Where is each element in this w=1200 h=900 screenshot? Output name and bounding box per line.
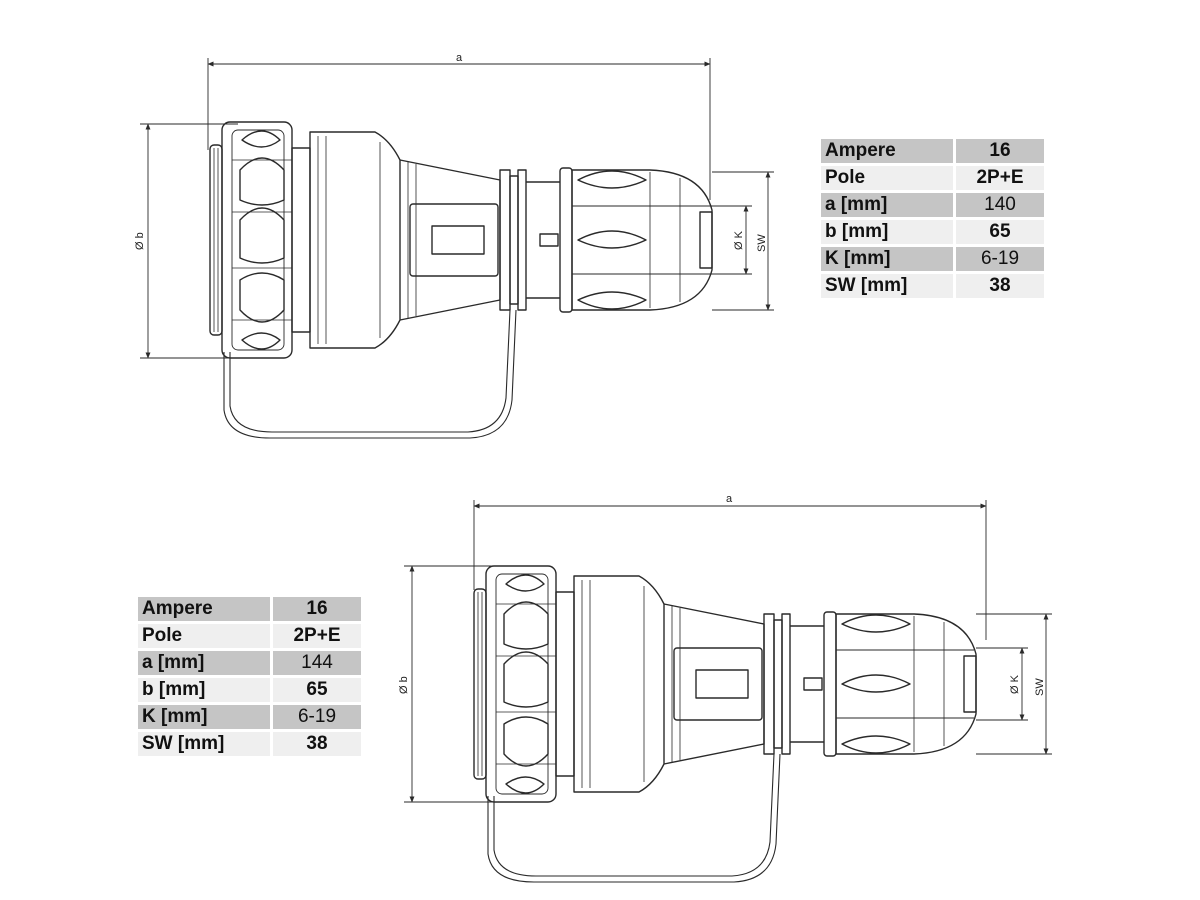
- spec-label: b [mm]: [821, 220, 953, 244]
- spec-label: Ampere: [821, 139, 953, 163]
- spec-row: K [mm] 6-19: [821, 247, 1044, 271]
- dimensions-top: [140, 58, 774, 359]
- spec-label: a [mm]: [138, 651, 270, 675]
- spec-label: Pole: [821, 166, 953, 190]
- dim-b-label: Ø b: [398, 676, 410, 694]
- connector-top: [209, 121, 713, 439]
- spec-label: Pole: [138, 624, 270, 648]
- spec-row: K [mm] 6-19: [138, 705, 361, 729]
- dim-sw-label: SW: [1034, 678, 1046, 696]
- spec-row: b [mm] 65: [138, 678, 361, 702]
- spec-row: SW [mm] 38: [138, 732, 361, 756]
- spec-row: SW [mm] 38: [821, 274, 1044, 298]
- spec-label: a [mm]: [821, 193, 953, 217]
- connector-bottom: [473, 565, 977, 883]
- spec-label: SW [mm]: [821, 274, 953, 298]
- dim-a-label: a: [726, 493, 733, 505]
- spec-value: 2P+E: [956, 166, 1044, 190]
- spec-label: SW [mm]: [138, 732, 270, 756]
- spec-table-top: Ampere 16 Pole 2P+E a [mm] 140 b [mm] 65…: [818, 136, 1047, 301]
- spec-value: 2P+E: [273, 624, 361, 648]
- spec-value: 140: [956, 193, 1044, 217]
- dim-k-label: Ø K: [733, 230, 745, 250]
- spec-row: b [mm] 65: [821, 220, 1044, 244]
- spec-label: Ampere: [138, 597, 270, 621]
- spec-value: 6-19: [956, 247, 1044, 271]
- spec-value: 65: [956, 220, 1044, 244]
- spec-row: Pole 2P+E: [821, 166, 1044, 190]
- dim-b-label: Ø b: [134, 232, 146, 250]
- spec-value: 6-19: [273, 705, 361, 729]
- spec-label: K [mm]: [821, 247, 953, 271]
- spec-row: Ampere 16: [821, 139, 1044, 163]
- spec-label: K [mm]: [138, 705, 270, 729]
- dim-sw-label: SW: [756, 234, 768, 252]
- spec-table-bottom: Ampere 16 Pole 2P+E a [mm] 144 b [mm] 65…: [135, 594, 364, 759]
- spec-value: 16: [956, 139, 1044, 163]
- dimensions-bottom: [404, 500, 1052, 803]
- spec-row: Pole 2P+E: [138, 624, 361, 648]
- spec-value: 38: [956, 274, 1044, 298]
- spec-row: Ampere 16: [138, 597, 361, 621]
- spec-value: 144: [273, 651, 361, 675]
- dim-k-label: Ø K: [1009, 674, 1021, 694]
- spec-row: a [mm] 144: [138, 651, 361, 675]
- spec-value: 38: [273, 732, 361, 756]
- dim-a-label: a: [456, 52, 463, 64]
- spec-value: 16: [273, 597, 361, 621]
- spec-value: 65: [273, 678, 361, 702]
- spec-row: a [mm] 140: [821, 193, 1044, 217]
- spec-label: b [mm]: [138, 678, 270, 702]
